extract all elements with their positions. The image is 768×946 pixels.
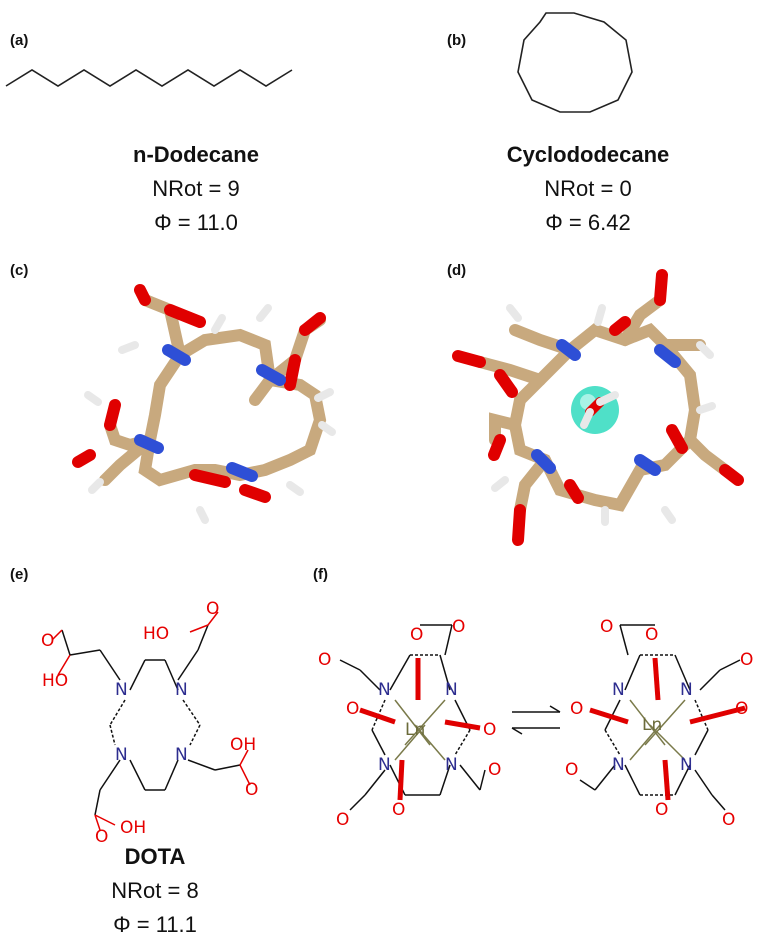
atom-oh-e2: OH <box>120 818 146 838</box>
atom-o-fr5: O <box>570 699 583 719</box>
atom-n-fr1: N <box>612 680 625 700</box>
atom-o-fr2: O <box>645 625 658 645</box>
ln-dota-3d-model <box>452 269 744 546</box>
atom-n-e3: N <box>115 745 128 765</box>
panel-label-d: (d) <box>447 262 467 279</box>
atom-ho-e1: HO <box>143 624 169 644</box>
atom-o-fr1: O <box>600 617 613 637</box>
panel-label-f: (f) <box>313 566 328 583</box>
atom-o-e1: O <box>206 599 219 619</box>
atom-n-fr3: N <box>612 755 625 775</box>
phi-cyclododecane: Φ = 6.42 <box>545 210 631 235</box>
dota-2d-structure <box>51 611 251 831</box>
dota-3d-model <box>72 284 336 524</box>
caption-dota: DOTA NRot = 8 Φ = 11.1 <box>35 840 275 942</box>
ln-dota-left <box>339 624 486 811</box>
atom-o-e3: O <box>245 780 258 800</box>
nrot-cyclododecane: NRot = 0 <box>544 176 632 201</box>
dodecane-skeleton <box>5 69 293 87</box>
panel-label-c: (c) <box>10 262 29 279</box>
atom-o-fr8: O <box>722 810 735 830</box>
atom-n-fl1: N <box>378 680 391 700</box>
atom-o-fr7: O <box>655 800 668 820</box>
cyclododecane-ring <box>517 12 633 113</box>
atom-o-fr3: O <box>740 650 753 670</box>
nrot-dodecane: NRot = 9 <box>152 176 240 201</box>
atom-n-e1: N <box>115 680 128 700</box>
atom-n-fl2: N <box>445 680 458 700</box>
atom-n-fl4: N <box>445 755 458 775</box>
phi-dodecane: Φ = 11.0 <box>154 210 238 235</box>
nrot-dota: NRot = 8 <box>111 878 199 903</box>
panel-label-b: (b) <box>447 32 467 49</box>
equilibrium-arrows <box>511 705 561 735</box>
ln-dota-right <box>579 624 746 811</box>
caption-dodecane: n-Dodecane NRot = 9 Φ = 11.0 <box>76 138 316 240</box>
atom-o-fl6: O <box>488 760 501 780</box>
atom-n-fr4: N <box>680 755 693 775</box>
atom-o-fr4: O <box>735 699 748 719</box>
phi-dota: Φ = 11.1 <box>113 912 197 937</box>
atom-o-fr6: O <box>565 760 578 780</box>
atom-oh-e1: OH <box>230 735 256 755</box>
atom-o-fl8: O <box>392 800 405 820</box>
atom-o-e4: O <box>95 827 108 847</box>
atom-n-e2: N <box>175 680 188 700</box>
atom-o-fl7: O <box>336 810 349 830</box>
atom-ln-right: Ln <box>642 715 662 735</box>
panel-label-e: (e) <box>10 566 29 583</box>
atom-n-e4: N <box>175 745 188 765</box>
atom-ho-e2: HO <box>42 671 68 691</box>
compound-name-dota: DOTA <box>124 844 186 869</box>
atom-n-fr2: N <box>680 680 693 700</box>
atom-o-fl1: O <box>410 625 423 645</box>
atom-o-e2: O <box>41 631 54 651</box>
atom-ln-left: Ln <box>405 720 425 740</box>
atom-o-fl2: O <box>452 617 465 637</box>
compound-name-dodecane: n-Dodecane <box>133 142 259 167</box>
caption-cyclododecane: Cyclododecane NRot = 0 Φ = 6.42 <box>468 138 708 240</box>
atom-o-fl4: O <box>346 699 359 719</box>
compound-name-cyclododecane: Cyclododecane <box>506 142 670 167</box>
panel-label-a: (a) <box>10 32 29 49</box>
atom-o-fl3: O <box>318 650 331 670</box>
atom-n-fl3: N <box>378 755 391 775</box>
atom-o-fl5: O <box>483 720 496 740</box>
